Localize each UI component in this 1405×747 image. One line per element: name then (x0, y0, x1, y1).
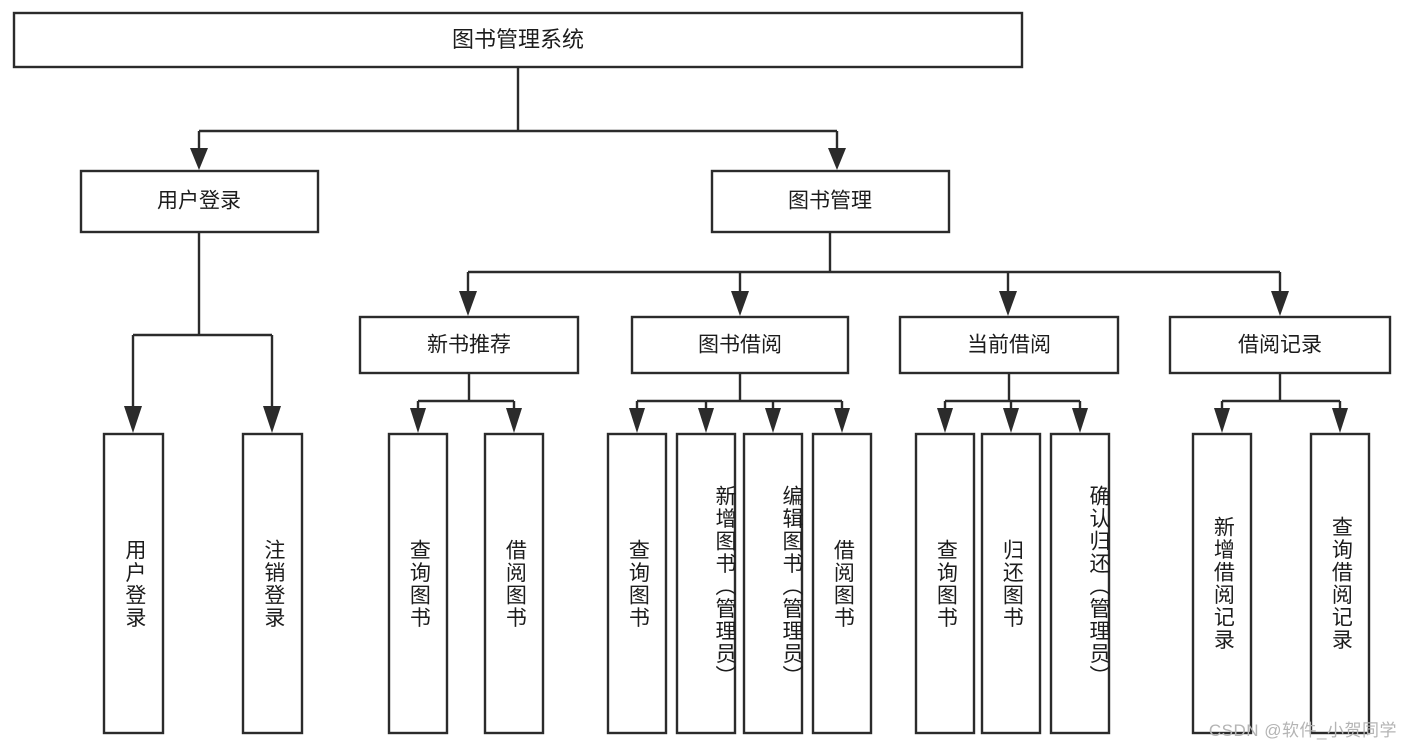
leaf-box-book-borrow-0[interactable] (606, 432, 668, 735)
leaf-box-new-book-0[interactable] (387, 432, 449, 735)
node-new-book-recommend-box (358, 315, 580, 375)
node-root-box (12, 11, 1024, 69)
node-book-borrow[interactable]: 图书借阅 (630, 315, 850, 375)
node-current-borrow-label: 当前借阅 (967, 334, 1051, 357)
watermark-text: CSDN @软件_小贺同学 (1208, 721, 1397, 740)
arrow-head-icon (1003, 408, 1019, 433)
arrow-head-icon (731, 291, 749, 316)
leaf-box-book-borrow-1[interactable] (675, 432, 737, 735)
arrow-head-icon (834, 408, 850, 433)
leaf-box-current-borrow-0[interactable] (914, 432, 976, 735)
connector-user-login-to-leaves (124, 232, 281, 433)
arrow-head-icon (1271, 291, 1289, 316)
node-book-management[interactable]: 图书管理 (710, 169, 951, 234)
node-root-label: 图书管理系统 (452, 27, 584, 52)
connector-root-to-level1 (190, 67, 846, 170)
leaf-box-book-borrow-3[interactable] (811, 432, 873, 735)
leaf-box-user-login-1[interactable] (241, 432, 304, 735)
connector-new-book-recommend-to-leaves (410, 373, 522, 433)
arrow-head-icon (629, 408, 645, 433)
arrow-head-icon (190, 148, 208, 170)
node-current-borrow-box (898, 315, 1120, 375)
node-borrow-record-label: 借阅记录 (1238, 334, 1322, 357)
node-root[interactable]: 图书管理系统 (12, 11, 1024, 69)
node-borrow-record[interactable]: 借阅记录 (1168, 315, 1392, 375)
leaf-box-borrow-record-0[interactable] (1191, 432, 1253, 735)
arrow-head-icon (828, 148, 846, 170)
node-current-borrow[interactable]: 当前借阅 (898, 315, 1120, 375)
connector-book-borrow-to-leaves (629, 373, 850, 433)
node-user-login-box (79, 169, 320, 234)
node-book-borrow-label: 图书借阅 (698, 334, 782, 357)
arrow-head-icon (410, 408, 426, 433)
node-new-book-recommend[interactable]: 新书推荐 (358, 315, 580, 375)
connector-current-borrow-to-leaves (937, 373, 1088, 433)
leaf-box-current-borrow-1[interactable] (980, 432, 1042, 735)
arrow-head-icon (263, 406, 281, 433)
leaf-box-user-login-0[interactable] (102, 432, 165, 735)
arrow-head-icon (124, 406, 142, 433)
leaf-box-new-book-1[interactable] (483, 432, 545, 735)
arrow-head-icon (1332, 408, 1348, 433)
node-user-login-label: 用户登录 (157, 190, 241, 213)
leaf-box-book-borrow-2[interactable] (742, 432, 804, 735)
connector-book-management-to-level2 (459, 232, 1289, 316)
arrow-head-icon (1214, 408, 1230, 433)
arrow-head-icon (765, 408, 781, 433)
node-new-book-recommend-label: 新书推荐 (427, 334, 511, 357)
node-book-management-label: 图书管理 (788, 190, 872, 213)
arrow-head-icon (999, 291, 1017, 316)
arrow-head-icon (1072, 408, 1088, 433)
arrow-head-icon (459, 291, 477, 316)
node-user-login[interactable]: 用户登录 (79, 169, 320, 234)
leaf-box-current-borrow-2[interactable] (1049, 432, 1111, 735)
arrow-head-icon (937, 408, 953, 433)
arrow-head-icon (506, 408, 522, 433)
connector-borrow-record-to-leaves (1214, 373, 1348, 433)
leaf-box-borrow-record-1[interactable] (1309, 432, 1371, 735)
arrow-head-icon (698, 408, 714, 433)
